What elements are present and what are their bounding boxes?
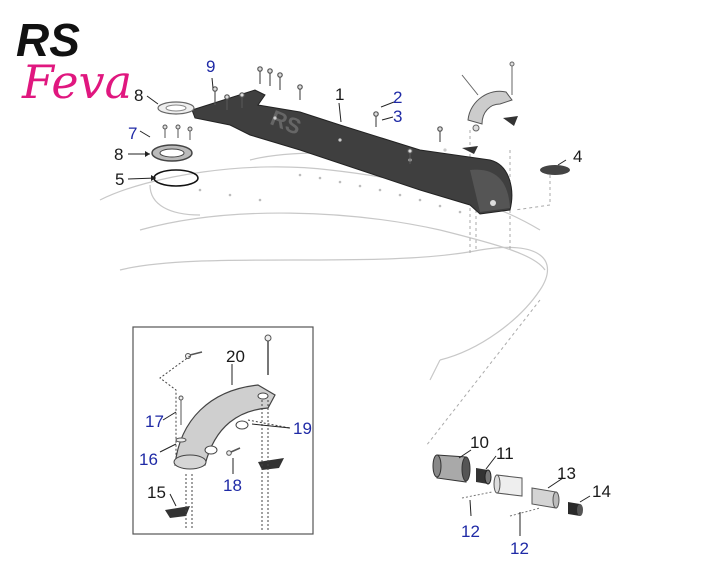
- callout-8-top: 8: [134, 86, 143, 105]
- brand-line1: RS: [16, 14, 80, 66]
- callout-11: 11: [496, 444, 514, 463]
- callout-9: 9: [206, 57, 215, 76]
- callout-10: 10: [470, 433, 489, 452]
- leader-arrowheads: [145, 151, 156, 181]
- callout-8-gasket: 8: [114, 145, 123, 164]
- callout-5: 5: [115, 170, 124, 189]
- inset-bracket-assembly: [165, 334, 284, 518]
- detail-inset-box: [132, 326, 314, 535]
- brand-line2: Feva: [21, 55, 132, 109]
- callout-15: 15: [147, 483, 166, 502]
- callout-16: 16: [139, 450, 158, 469]
- fitting-parts: [432, 454, 583, 517]
- callout-14: 14: [592, 482, 611, 501]
- brand-logo: RS Feva: [16, 14, 132, 109]
- callout-12-right: 12: [510, 539, 529, 558]
- bow-bracket-small: [461, 61, 518, 154]
- callout-12-left: 12: [461, 522, 480, 541]
- callout-7: 7: [128, 124, 137, 143]
- cover-plate-part: [540, 165, 570, 175]
- hatch-assembly: [151, 101, 199, 187]
- hull-outline: [99, 152, 549, 381]
- deck-screws: [212, 66, 443, 164]
- callout-4: 4: [573, 147, 582, 166]
- callout-labels: 1 2 3 4 5 7 8 8 9 10 11 12 12 13 14 15 1…: [114, 57, 611, 558]
- hull-hole-dots: [198, 173, 462, 214]
- callout-17: 17: [145, 412, 164, 431]
- inset-dashed-guides: [159, 355, 291, 530]
- callout-1: 1: [335, 85, 344, 104]
- callout-18: 18: [223, 476, 242, 495]
- callout-leaders: [127, 77, 591, 536]
- callout-3: 3: [393, 107, 402, 126]
- callout-19: 19: [293, 419, 312, 438]
- callout-13: 13: [557, 464, 576, 483]
- callout-2: 2: [393, 88, 402, 107]
- callout-20: 20: [226, 347, 245, 366]
- deck-cover-part: RS: [191, 89, 513, 215]
